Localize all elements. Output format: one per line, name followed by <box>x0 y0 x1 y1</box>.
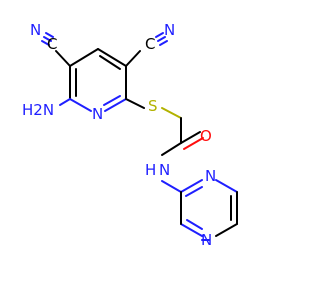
bond-carbonyl-nh <box>161 142 182 156</box>
atom-pyridine-n: N <box>92 105 103 123</box>
bond-nh-pyrimidine <box>161 180 182 193</box>
bond-s-ch2 <box>161 107 182 119</box>
atom-nitrile-left-n: N <box>30 21 41 39</box>
bond-c6-amino <box>59 98 71 106</box>
bond-ring-c4-c3-inner <box>99 55 121 70</box>
bond-ring-c2-n-inner <box>103 95 121 106</box>
bond-pym-c5-c4 <box>215 223 238 237</box>
atom-nitrile-right-c: C <box>145 35 155 53</box>
atom-nitrile-left-c: C <box>47 35 57 53</box>
bond-nitrile-right-triple-b <box>159 40 168 46</box>
molecule-diagram: N C C N H2N N S O N H N N <box>22 21 238 249</box>
bond-c5-nitrile-c <box>55 50 71 67</box>
bond-pym-c2-n1 <box>180 179 203 193</box>
atom-nitrile-right-n: N <box>164 21 175 39</box>
bond-ring-n-c6 <box>69 98 92 112</box>
atom-carbonyl-o: O <box>200 127 212 145</box>
bond-nitrile-right-triple-a <box>157 36 166 42</box>
atom-sulfur: S <box>148 97 158 115</box>
bond-ring-c4-c3 <box>97 48 127 67</box>
atom-pyrimidine-n-bottom: N <box>201 231 212 249</box>
bond-pym-n3-c2-inner <box>186 219 203 230</box>
bond-nitrile-left-triple-b <box>41 40 50 46</box>
bond-carbonyl-o-outer <box>183 137 204 150</box>
bond-nitrile-left-triple-c <box>45 32 54 38</box>
bond-ring-c2-n <box>104 98 127 112</box>
bond-ring-c5-c4 <box>69 48 99 67</box>
bond-c3-nitrile-c <box>125 50 141 67</box>
bond-nitrile-right-triple-c <box>155 32 164 38</box>
atom-pyrimidine-n-top: N <box>205 167 216 185</box>
atom-amide-n: N <box>159 161 170 179</box>
bonds <box>41 32 238 241</box>
bond-pym-c2-n1-inner <box>185 186 203 197</box>
atom-amino: H2N <box>22 101 54 119</box>
atom-labels: N C C N H2N N S O N H N N <box>22 21 216 249</box>
bond-nitrile-left-triple-a <box>43 36 52 42</box>
bond-carbonyl-c-o <box>180 131 201 144</box>
bond-pym-n1-c6 <box>215 179 238 193</box>
bond-pym-n3-c2 <box>180 223 203 237</box>
bond-c2-s <box>125 98 145 109</box>
atom-amide-h: H <box>145 161 156 179</box>
